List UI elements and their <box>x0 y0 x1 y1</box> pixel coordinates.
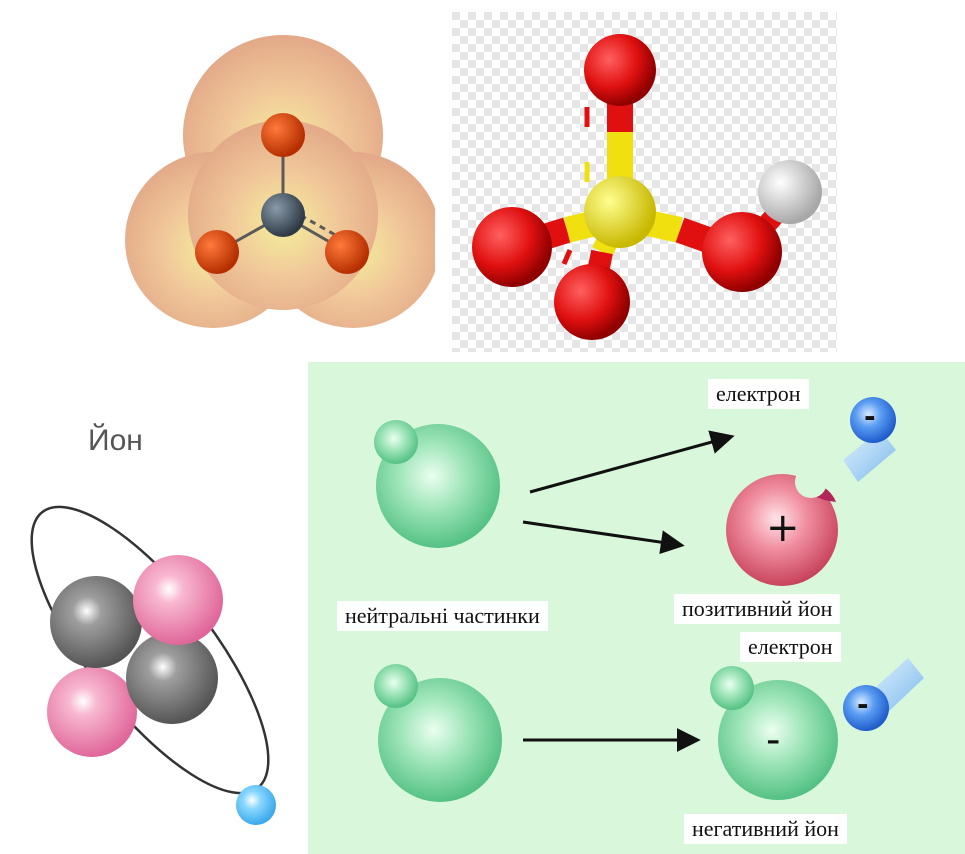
hydrogen-atom <box>758 160 822 224</box>
neutral-particle-electron <box>374 664 418 708</box>
label-positive-ion: позитивний йон <box>674 594 841 624</box>
oxygen-atom <box>325 230 369 274</box>
nitrogen-atom <box>261 193 305 237</box>
proton-sphere <box>133 555 223 645</box>
oxygen-atom <box>472 207 552 287</box>
oxygen-atom <box>261 113 305 157</box>
negative-ion-sign: - <box>766 717 781 763</box>
label-electron-top: електрон <box>708 379 809 409</box>
arrow-to-electron <box>529 430 735 494</box>
ionization-diagram: - + - - електрон нейтральні частинки поз… <box>308 362 965 854</box>
negative-ion <box>710 666 838 800</box>
free-electron-top <box>843 397 896 482</box>
label-electron-bottom: електрон <box>740 632 841 662</box>
label-negative-ion: негативний йон <box>684 814 847 844</box>
arrow-to-positive-ion <box>522 520 685 555</box>
positive-ion <box>726 466 838 586</box>
ion-title: Йон <box>88 424 143 457</box>
oxygen-atom <box>195 230 239 274</box>
oxygen-atom <box>554 264 630 340</box>
electron-sign-bottom: - <box>857 688 869 721</box>
oxygen-atom <box>584 34 656 106</box>
sulfuric-acid-molecule-image <box>452 12 837 352</box>
electron-density-surface <box>125 35 435 328</box>
neutron-sphere <box>50 576 142 668</box>
electron-sign-top: - <box>864 400 876 433</box>
ion-atom-diagram <box>30 505 276 825</box>
label-neutral-particles: нейтральні частинки <box>337 601 548 631</box>
neutral-particle-electron <box>374 420 418 464</box>
proton-sphere <box>47 667 137 757</box>
oxygen-atom <box>702 212 782 292</box>
nucleus <box>47 555 223 757</box>
nitrate-molecule-image <box>125 35 435 328</box>
neutral-particle <box>378 678 502 802</box>
electron-sphere <box>236 785 276 825</box>
neutron-sphere <box>126 632 218 724</box>
sulfur-atom <box>584 176 656 248</box>
free-electron-bottom <box>843 658 924 731</box>
positive-ion-sign: + <box>766 505 800 551</box>
